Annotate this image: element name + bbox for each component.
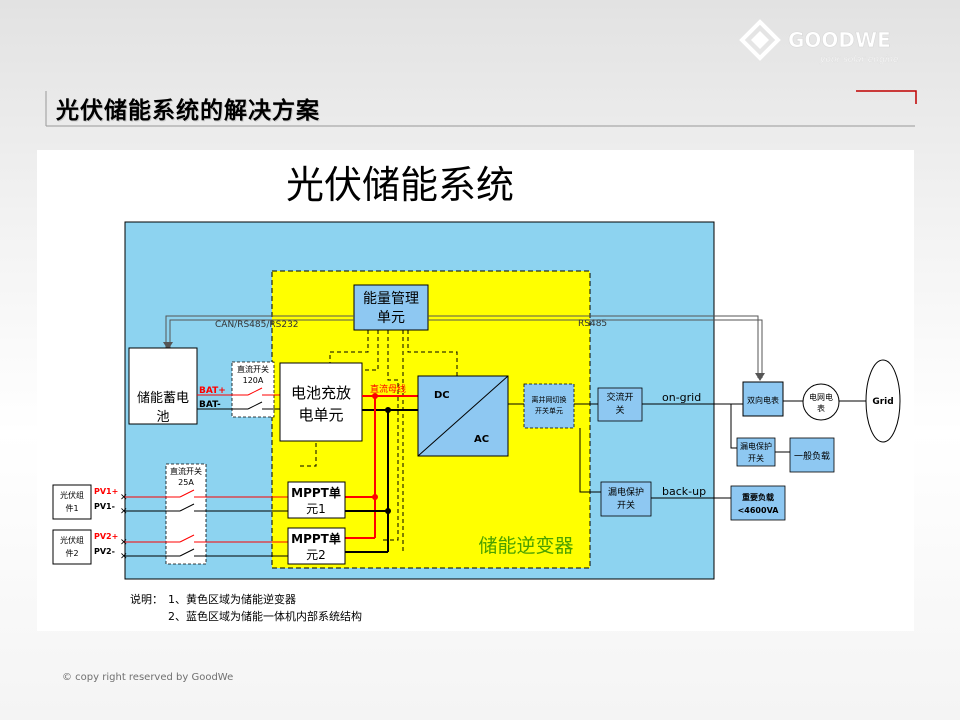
pv-connector-icons: ✕ ✕ ✕ ✕ <box>120 493 128 562</box>
svg-text:✕: ✕ <box>120 552 128 562</box>
pv2-plus-label: PV2+ <box>94 532 118 541</box>
rs485-label: RS485 <box>578 319 607 329</box>
mppt1-line1: MPPT单 <box>291 485 341 500</box>
mppt1-box <box>287 481 346 519</box>
mppt2-line1: MPPT单 <box>291 531 341 546</box>
ac-label: AC <box>474 434 489 445</box>
can-comm-line-2 <box>169 319 354 348</box>
bat-minus-label: BAT- <box>199 400 221 410</box>
svg-text:✕: ✕ <box>120 493 128 503</box>
load-protect-line1: 漏电保护 <box>740 441 772 451</box>
mppt2-box <box>287 527 346 565</box>
on-grid-label: on-grid <box>662 391 701 404</box>
grid-meter-line1: 电网电 <box>809 392 833 402</box>
ems-box <box>353 284 429 331</box>
dc-switch-2-label: 直流开关 <box>170 466 202 476</box>
pv1-module-box <box>52 484 92 520</box>
pv1-plus-label: PV1+ <box>94 487 118 496</box>
back-up-label: back-up <box>662 485 706 498</box>
rs485-arrow-icon <box>755 373 765 381</box>
general-load-label: 一般负载 <box>794 450 830 462</box>
battery-label-line2: 池 <box>156 410 169 425</box>
logo-name: GOODWE <box>788 28 891 52</box>
note-prefix: 说明： <box>130 592 163 606</box>
dcac-diagonal <box>417 375 509 457</box>
load-protect-switch-box <box>736 437 776 467</box>
battery-box <box>128 347 198 425</box>
diagram-title: 光伏储能系统 <box>286 163 514 207</box>
dc-bus-junctions <box>372 393 391 514</box>
dc-bus-wires <box>345 395 418 553</box>
charge-unit-box <box>279 362 363 442</box>
dc-switch-1-box <box>231 361 275 418</box>
ac-switch-line2: 关 <box>615 404 624 416</box>
transfer-to-backup-wire <box>579 428 601 493</box>
pv1-module-line1: 光伏组 <box>60 490 84 500</box>
logo-diamond-icon <box>739 19 781 61</box>
important-load-line1: 重要负载 <box>742 492 774 502</box>
rs485-comm-line <box>428 315 759 378</box>
backup-protect-line1: 漏电保护 <box>608 486 644 498</box>
backup-protect-line2: 开关 <box>617 499 635 511</box>
pv-wires <box>124 489 288 557</box>
pv2-module-box <box>52 529 92 565</box>
transfer-switch-box <box>523 383 575 429</box>
dc-switch-2-rating: 25A <box>178 478 194 487</box>
load-branch-wire <box>730 404 737 449</box>
pv1-module-line2: 件1 <box>65 503 78 513</box>
bidirectional-meter-box <box>742 381 784 417</box>
pv2-minus-label: PV2- <box>94 547 115 556</box>
bat-wires <box>197 387 280 410</box>
charge-unit-line2: 电单元 <box>298 406 343 424</box>
bidirectional-meter-label: 双向电表 <box>747 395 779 405</box>
goodwe-logo: GOODWE your solar engine <box>739 19 899 65</box>
svg-text:✕: ✕ <box>120 538 128 548</box>
can-label: CAN/RS485/RS232 <box>215 320 299 330</box>
can-comm-line <box>165 315 354 348</box>
charge-unit-line1: 电池充放 <box>291 384 351 402</box>
ac-switch-box <box>597 387 643 422</box>
ac-switch-line1: 交流开 <box>606 391 633 403</box>
dc-label: DC <box>434 390 450 401</box>
transfer-switch-line1: 离并网切换 <box>532 395 567 404</box>
general-load-box <box>789 437 835 473</box>
ems-label-line1: 能量管理 <box>363 291 419 307</box>
svg-text:✕: ✕ <box>120 507 128 517</box>
copyright-footer: © copy right reserved by GoodWe <box>62 672 234 683</box>
pv1-minus-label: PV1- <box>94 502 115 511</box>
mppt2-line2: 元2 <box>306 548 326 562</box>
dc-bus-label: 直流母线 <box>370 383 406 395</box>
mppt1-line2: 元1 <box>306 502 326 516</box>
dc-switch-1-label: 直流开关 <box>237 364 269 374</box>
slide-title: 光伏储能系统的解决方案 <box>56 98 320 124</box>
battery-label-line1: 储能蓄电 <box>137 391 189 406</box>
dc-switch-1-rating: 120A <box>243 376 264 385</box>
important-load-line2: <4600VA <box>738 506 780 515</box>
logo-tagline: your solar engine <box>819 55 899 65</box>
grid-meter-line2: 表 <box>817 403 825 413</box>
can-arrow-icon <box>163 342 173 350</box>
backup-protect-switch-box <box>600 481 652 517</box>
dc-switch-2-box <box>165 463 207 565</box>
pv2-module-line2: 件2 <box>65 548 78 558</box>
rs485-comm-line-2 <box>428 319 763 378</box>
note-1: 1、黄色区域为储能逆变器 <box>168 592 296 606</box>
bat-plus-label: BAT+ <box>199 386 226 396</box>
pv2-module-line1: 光伏组 <box>60 535 84 545</box>
inverter-label: 储能逆变器 <box>478 535 573 557</box>
grid-label: Grid <box>872 397 893 407</box>
grid-meter-circle <box>802 383 840 421</box>
important-load-box <box>730 485 786 521</box>
load-protect-line2: 开关 <box>748 453 764 463</box>
red-corner-mark <box>856 90 917 104</box>
grid-ellipse <box>865 359 901 443</box>
ems-label-line2: 单元 <box>377 310 405 326</box>
note-2: 2、蓝色区域为储能一体机内部系统结构 <box>168 609 362 623</box>
transfer-switch-line2: 开关单元 <box>535 406 563 415</box>
